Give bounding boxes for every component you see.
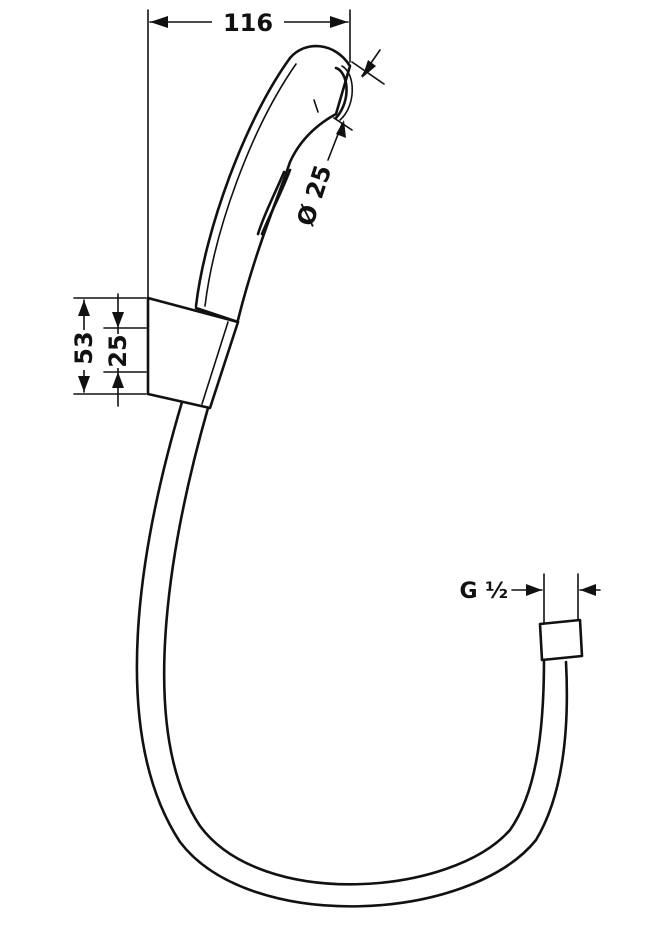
arrow-bottom bbox=[336, 120, 346, 138]
label-bg-53 bbox=[72, 330, 96, 370]
handle-inner-contour bbox=[204, 63, 297, 307]
arrow-53-top bbox=[78, 300, 90, 316]
ext-line-top bbox=[351, 61, 385, 85]
spray-mark bbox=[313, 99, 319, 113]
hose-outer bbox=[135, 400, 569, 908]
dimension-holder: 53 25 bbox=[70, 293, 147, 407]
dim-label-diameter: Ø 25 bbox=[291, 162, 337, 230]
nozzle-rim bbox=[339, 65, 353, 121]
hose bbox=[135, 400, 584, 908]
label-bg bbox=[212, 6, 284, 36]
wall-holder bbox=[146, 296, 240, 410]
nozzle-face bbox=[334, 66, 348, 120]
arrow-53-bottom bbox=[78, 376, 90, 392]
arrow-top bbox=[362, 60, 376, 78]
dimension-thread: G ½ bbox=[460, 573, 601, 625]
hose-inner bbox=[162, 406, 546, 886]
dim-label-116: 116 bbox=[223, 9, 273, 37]
hand-shower bbox=[194, 44, 353, 324]
dim-label-25: 25 bbox=[104, 334, 132, 367]
arrow-right bbox=[330, 16, 348, 28]
dim-label-53: 53 bbox=[70, 331, 98, 364]
arrow-thread-right bbox=[580, 584, 596, 596]
arrow-25-bottom bbox=[112, 372, 124, 388]
arrow-thread-left bbox=[526, 584, 542, 596]
holder-body bbox=[146, 296, 240, 410]
dimension-116: 116 bbox=[147, 6, 351, 299]
dim-label-thread: G ½ bbox=[460, 579, 509, 604]
holder-edge bbox=[201, 321, 229, 405]
arrow-25-top bbox=[112, 312, 124, 328]
label-bg-25 bbox=[106, 334, 130, 368]
trigger-lever bbox=[256, 168, 292, 236]
arrow-left bbox=[150, 16, 168, 28]
hose-end-fitting bbox=[538, 618, 584, 662]
